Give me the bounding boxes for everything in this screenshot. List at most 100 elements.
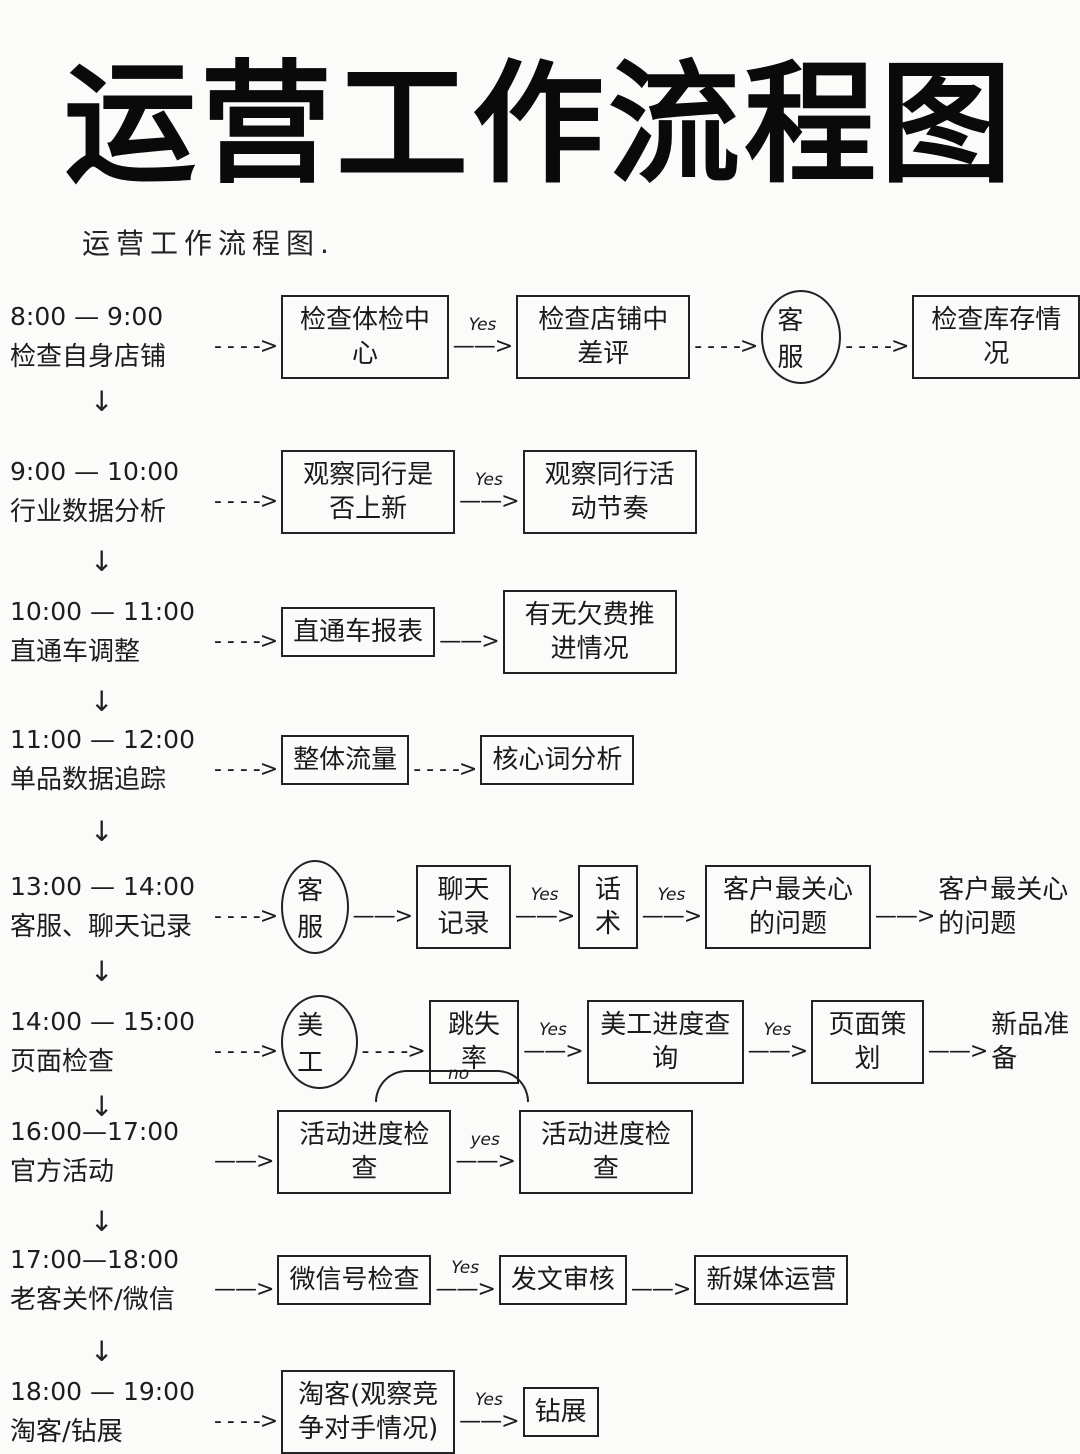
- step-text: 客户最关心的问题: [938, 875, 1069, 939]
- down-arrow-icon: ↓: [90, 815, 114, 848]
- step-box: 美工进度查询: [586, 1000, 744, 1084]
- edge-label: Yes: [468, 314, 497, 335]
- connector-arrow: Yes——>: [514, 884, 575, 929]
- arrow-icon: - - - ->: [214, 628, 278, 654]
- step-box: 微信号检查: [277, 1255, 432, 1305]
- time-range: 16:00—17:00: [10, 1117, 180, 1146]
- arrow-icon: ——>: [459, 1408, 519, 1434]
- connector-arrow: Yes——>: [523, 1019, 583, 1064]
- arrow-icon: - - - ->: [214, 333, 278, 359]
- step-box: 新媒体运营: [694, 1255, 849, 1305]
- down-arrow-icon: ↓: [90, 1335, 114, 1368]
- arrow-icon: ——>: [435, 1276, 495, 1302]
- time-block: 14:00 — 15:00 页面检查: [10, 1002, 210, 1082]
- connector-arrow: - - - ->: [214, 471, 278, 514]
- task-name: 单品数据追踪: [10, 765, 167, 795]
- connector-arrow: - - - ->: [214, 1391, 278, 1434]
- arrow-icon: ——>: [214, 1148, 274, 1174]
- edge-label: Yes: [474, 1389, 503, 1410]
- arrow-icon: ——>: [641, 903, 702, 929]
- arrow-icon: ——>: [874, 903, 935, 929]
- handwritten-subtitle: 运营工作流程图.: [82, 227, 335, 260]
- task-name: 官方活动: [10, 1157, 115, 1187]
- time-range: 10:00 — 11:00: [10, 597, 195, 626]
- arrow-icon: - - - ->: [214, 488, 278, 514]
- connector-arrow: ——>: [352, 886, 413, 929]
- step-box: 话术: [578, 865, 638, 949]
- connector-arrow: - - - ->: [362, 1021, 426, 1064]
- arrow-icon: - - - ->: [214, 903, 278, 929]
- arrow-icon: ——>: [214, 1276, 274, 1302]
- time-block: 18:00 — 19:00 淘客/钻展: [10, 1372, 210, 1452]
- connector-arrow: ——>: [874, 886, 935, 929]
- edge-label: Yes: [530, 884, 559, 905]
- connector-arrow: yes——>: [455, 1131, 515, 1174]
- edge-label: Yes: [451, 1257, 480, 1278]
- arrow-icon: ——>: [927, 1038, 988, 1064]
- task-name: 淘客/钻展: [10, 1417, 123, 1447]
- arrow-icon: ——>: [352, 903, 413, 929]
- task-name: 检查自身店铺: [10, 342, 167, 372]
- arrow-icon: ——>: [439, 628, 499, 654]
- time-range: 9:00 — 10:00: [10, 457, 180, 486]
- arrow-icon: - - - ->: [413, 756, 477, 782]
- time-range: 18:00 — 19:00: [10, 1377, 195, 1406]
- step-box: 有无欠费推进情况: [502, 590, 677, 674]
- down-arrow-icon: ↓: [90, 385, 114, 418]
- step-box: 淘客(观察竞争对手情况): [281, 1370, 456, 1454]
- edge-label: Yes: [539, 1019, 567, 1040]
- step-box: 整体流量: [281, 735, 410, 785]
- arrow-icon: - - - ->: [214, 1038, 278, 1064]
- connector-arrow: Yes——>: [459, 1389, 519, 1434]
- time-range: 11:00 — 12:00: [10, 725, 195, 754]
- connector-arrow: - - - ->: [214, 886, 278, 929]
- arrow-icon: - - - ->: [214, 1408, 278, 1434]
- connector-arrow: - - - ->: [413, 739, 477, 782]
- edge-label: Yes: [763, 1019, 792, 1040]
- step-box: 检查体检中心: [281, 295, 449, 379]
- connector-arrow: Yes——>: [459, 471, 519, 514]
- time-range: 14:00 — 15:00: [10, 1007, 195, 1036]
- arrow-icon: ——>: [514, 903, 575, 929]
- role-node: 美工: [281, 995, 358, 1089]
- step-box: 直通车报表: [281, 607, 436, 657]
- step-box: 检查店铺中差评: [516, 295, 691, 379]
- edge-label: Yes: [657, 884, 686, 905]
- connector-arrow: - - - ->: [214, 1021, 278, 1064]
- step-box: 观察同行是否上新: [281, 450, 456, 534]
- step-box: 发文审核: [498, 1255, 627, 1305]
- arrow-icon: ——>: [459, 488, 519, 514]
- arrow-icon: ——>: [452, 333, 513, 359]
- step-box: 核心词分析: [480, 735, 635, 785]
- step-box: 活动进度检查: [518, 1110, 693, 1194]
- arrow-icon: - - - ->: [845, 333, 909, 359]
- time-range: 17:00—18:00: [10, 1245, 180, 1274]
- connector-arrow: - - - ->: [214, 316, 278, 359]
- step-box: 聊天记录: [416, 865, 511, 949]
- connector-arrow: - - - ->: [214, 739, 278, 782]
- time-range: 13:00 — 14:00: [10, 872, 195, 901]
- role-node: 客服: [761, 290, 842, 384]
- step-text: 新品准备: [991, 1010, 1070, 1074]
- arrow-icon: ——>: [747, 1038, 808, 1064]
- step-box: 页面策划: [811, 1000, 924, 1084]
- connector-arrow: - - - ->: [694, 316, 758, 359]
- arrow-icon: ——>: [523, 1038, 583, 1064]
- arrow-icon: ——>: [455, 1148, 515, 1174]
- arrow-icon: - - - ->: [694, 333, 758, 359]
- down-arrow-icon: ↓: [90, 1090, 114, 1123]
- task-name: 页面检查: [10, 1047, 115, 1077]
- down-arrow-icon: ↓: [90, 545, 114, 578]
- step-box: 观察同行活动节奏: [522, 450, 697, 534]
- connector-arrow: - - - ->: [214, 611, 278, 654]
- step-box: 检查库存情况: [912, 295, 1080, 379]
